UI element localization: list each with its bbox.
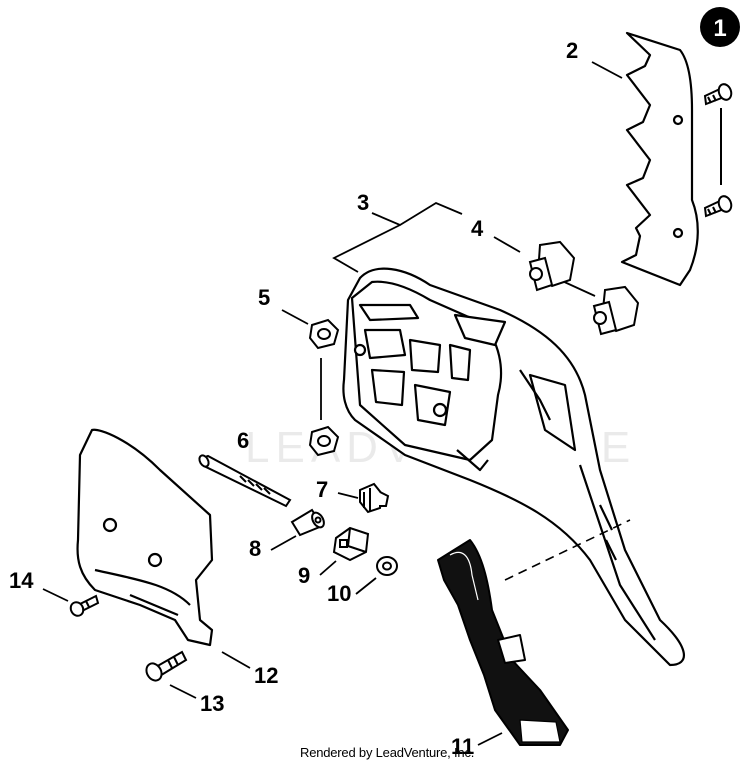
leader-11 — [477, 732, 503, 746]
leader-12 — [221, 651, 251, 669]
leader-2 — [591, 61, 623, 79]
callout-1-label: 1 — [713, 15, 726, 42]
callout-9-label[interactable]: 9 — [298, 563, 310, 588]
inner-plate-part-12[interactable] — [76, 428, 214, 647]
callout-2-label[interactable]: 2 — [566, 38, 578, 63]
callout-6-label[interactable]: 6 — [237, 428, 249, 453]
callout-3-label[interactable]: 3 — [357, 190, 369, 215]
callout-7-label[interactable]: 7 — [316, 477, 328, 502]
nut-part-5-lower[interactable] — [308, 425, 340, 457]
bar-nut-part-4-lower[interactable] — [592, 285, 640, 336]
leader-4-b — [559, 279, 596, 297]
callout-8-label[interactable]: 8 — [249, 536, 261, 561]
callout-1-badge[interactable]: 1 — [700, 7, 740, 47]
leader-5 — [281, 309, 309, 325]
screw-part-13[interactable] — [143, 650, 188, 683]
leader-13 — [169, 684, 197, 699]
leader-8 — [270, 535, 297, 551]
leader-14 — [42, 588, 69, 602]
footer-credit: Rendered by LeadVenture, Inc. — [300, 745, 475, 760]
leader-10 — [355, 577, 377, 595]
adjuster-block-part-9[interactable] — [332, 526, 370, 562]
tensioner-screw-part-6[interactable] — [198, 454, 292, 508]
adjuster-pin-part-8[interactable] — [290, 508, 326, 537]
leader-7 — [337, 492, 359, 499]
leader-3-lower — [332, 224, 401, 273]
callout-4-label[interactable]: 4 — [471, 216, 484, 241]
leader-11-dashed — [504, 519, 631, 581]
screw-part-1-upper[interactable] — [703, 82, 733, 106]
callout-11-label[interactable]: 11 — [451, 734, 474, 759]
leader-9 — [319, 560, 337, 576]
leader-4-a — [493, 236, 521, 253]
callout-5-label[interactable]: 5 — [258, 285, 270, 310]
callout-10-label[interactable]: 10 — [327, 581, 351, 606]
screw-part-1-lower[interactable] — [703, 194, 733, 218]
sprocket-cover-part-3[interactable] — [342, 267, 686, 667]
washer-part-10[interactable] — [376, 556, 398, 576]
nut-part-5-upper[interactable] — [308, 318, 340, 350]
bar-nut-part-4-upper[interactable] — [528, 240, 576, 292]
callout-12-label[interactable]: 12 — [254, 663, 278, 688]
bumper-spike-part-2[interactable] — [620, 31, 699, 287]
leader-3-upper — [371, 201, 463, 227]
adjuster-gear-part-7[interactable] — [359, 482, 390, 514]
guide-plate-part-11[interactable] — [437, 539, 569, 746]
callout-13-label[interactable]: 13 — [200, 691, 224, 716]
callout-14-label[interactable]: 14 — [9, 568, 34, 593]
screw-part-14[interactable] — [68, 594, 100, 618]
